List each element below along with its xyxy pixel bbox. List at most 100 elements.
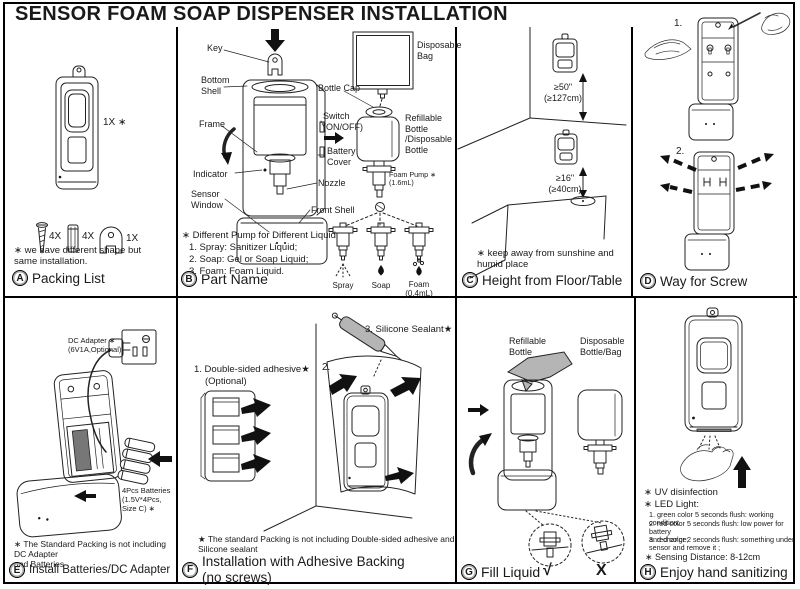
wrong-inset xyxy=(581,520,625,564)
panel-install-batteries: DC Adapter ∗ (6V1A,Optional) 4Pcs Batter… xyxy=(4,298,176,584)
right-arrow-icon xyxy=(324,132,344,144)
spray-pump-icon xyxy=(328,222,358,278)
flat-hand-icon xyxy=(644,39,692,60)
bracket-qty-label: 1X xyxy=(126,233,139,244)
check-mark: √ xyxy=(543,562,552,579)
screw-marking-illustration xyxy=(644,12,791,271)
dispenser-front xyxy=(684,307,743,432)
batteries-icon xyxy=(117,437,156,485)
disposable-bottle-icon xyxy=(577,389,623,475)
panel-a-title-text: Packing List xyxy=(32,270,105,286)
adhesive-illustration xyxy=(200,312,422,532)
height-arrow-wall xyxy=(579,73,587,121)
height-note: ∗ keep away from sunshine and humid plac… xyxy=(477,248,614,271)
dc-adapter-label: DC Adapter ∗ (6V1A,Optional) xyxy=(68,336,122,354)
panel-f-title-text: Installation with Adhesive Backing (no s… xyxy=(202,554,405,586)
panel-f-letter: F xyxy=(182,562,198,579)
height-wall-label: ≥50" (≥127cm) xyxy=(544,82,582,103)
panel-c-title-text: Height from Floor/Table xyxy=(482,272,623,288)
pouring-hand-icon xyxy=(506,351,573,383)
panel-fill-liquid: Refillable Bottle Disposable Bottle/Bag … xyxy=(456,298,634,584)
divider xyxy=(634,298,636,584)
panel-b-title-text: Part Name xyxy=(201,271,268,287)
wall-outlet-icon xyxy=(121,329,157,365)
height-arrow-table xyxy=(579,167,587,198)
panel-c-title: C Height from Floor/Table xyxy=(462,272,622,288)
wall-dispenser-icon xyxy=(552,33,578,73)
inset-leaders xyxy=(525,510,603,527)
leader-lines xyxy=(221,49,374,233)
height-illustration xyxy=(457,27,627,279)
cross-mark: X xyxy=(596,562,607,579)
pump-note-2: 2. Soap: Gel or Soap Liquid; xyxy=(189,254,309,265)
label-bottle-cap: Bottle Cap xyxy=(318,83,361,93)
panel-way-for-screw: 1. 2. D Way for Screw xyxy=(632,2,795,296)
mounting-key-icon xyxy=(99,226,123,254)
anchor-qty-label: 4X xyxy=(82,231,95,242)
refillable-bottle-label: Refillable Bottle xyxy=(509,336,547,357)
led-title-label: ∗ LED Light: xyxy=(644,499,699,510)
dispenser-on-wall xyxy=(343,385,389,492)
screw-icon xyxy=(36,222,48,254)
power-cable xyxy=(87,349,112,453)
down-arrow-icon xyxy=(265,29,285,52)
label-frame: Frame xyxy=(199,119,226,129)
label-switch: Switch (ON/OFF) xyxy=(323,111,363,132)
hand-icon xyxy=(680,444,734,482)
soap-pump-icon xyxy=(366,222,396,276)
panel-e-title-text: Install Batteries/DC Adapter xyxy=(29,564,171,576)
pump-note-title: ∗ Different Pump for Different Liquid xyxy=(182,230,336,241)
label-indicator: Indicator xyxy=(193,169,228,179)
label-foam: Foam (0.4mL) xyxy=(405,280,433,299)
correct-inset xyxy=(528,523,572,567)
open-back-shell xyxy=(53,370,122,483)
panel-d-letter: D xyxy=(640,273,656,289)
led-item-2: 2. red color 5 seconds flush: low power … xyxy=(649,519,784,544)
step2-label-f: 2. xyxy=(322,362,331,373)
arrow-heads xyxy=(660,153,774,192)
label-soap: Soap xyxy=(371,281,391,290)
label-key: Key xyxy=(207,43,223,53)
insert-arrow-icon xyxy=(74,490,96,502)
adhesive-backing-piece xyxy=(200,390,256,482)
sealant-dots xyxy=(372,359,382,379)
packing-note-f: ★ The standard Packing is not including … xyxy=(198,534,455,555)
wall-anchor-icon xyxy=(67,224,79,253)
page-title: SENSOR FOAM SOAP DISPENSER INSTALLATION xyxy=(15,3,508,25)
back-shell-step2 xyxy=(684,151,735,271)
panel-f-title: F Installation with Adhesive Backing (no… xyxy=(182,554,405,586)
label-bottom-shell: Bottom Shell xyxy=(201,75,230,96)
disposable-bottle-label: Disposable Bottle/Bag xyxy=(580,336,625,357)
panel-g-title-text: Fill Liquid xyxy=(481,564,541,580)
panel-g-letter: G xyxy=(461,564,477,580)
led-item-3: 3. red color 2 seconds flush: something … xyxy=(649,535,795,552)
label-sensor-window: Sensor Window xyxy=(191,189,224,210)
label-disposable-bag: Disposable Bag xyxy=(417,40,462,61)
dispenser-qty-label: 1X ∗ xyxy=(103,117,127,128)
screw-qty-label: 4X xyxy=(49,231,62,242)
panel-height: ≥50" (≥127cm) ≥16" (≥40cm) ∗ keep away f… xyxy=(456,27,631,296)
height-table-label: ≥16" (≥40cm) xyxy=(548,173,582,194)
panel-c-letter: C xyxy=(462,272,478,288)
divider xyxy=(455,298,457,584)
screw-direction-arrows xyxy=(669,155,765,194)
label-foam-pump: Foam Pump ∗ (1.6mL) xyxy=(389,170,437,187)
wall-corner xyxy=(457,27,627,150)
panel-g-title: G Fill Liquid xyxy=(461,564,540,580)
corner-wall xyxy=(263,323,413,532)
panel-b-letter: B xyxy=(181,271,197,287)
foam-pump-part xyxy=(362,165,396,198)
foam-pump-icon xyxy=(404,222,434,276)
explode-dashes xyxy=(344,212,418,227)
packing-note: ∗ we have different shape but same insta… xyxy=(14,245,142,268)
dispenser-front-icon xyxy=(55,65,99,190)
panel-enjoy: ∗ UV disinfection ∗ LED Light: 1. green … xyxy=(635,298,795,584)
step1-label: 1. xyxy=(674,18,683,29)
panel-h-letter: H xyxy=(640,564,656,580)
step1-sub-label: (Optional) xyxy=(205,376,247,387)
label-spray: Spray xyxy=(332,281,354,290)
sensing-distance-label: ∗ Sensing Distance: 8-12cm xyxy=(645,552,761,562)
page-border xyxy=(3,2,795,584)
panel-part-name: Key Bottom Shell Frame Indicator Sensor … xyxy=(177,27,462,299)
